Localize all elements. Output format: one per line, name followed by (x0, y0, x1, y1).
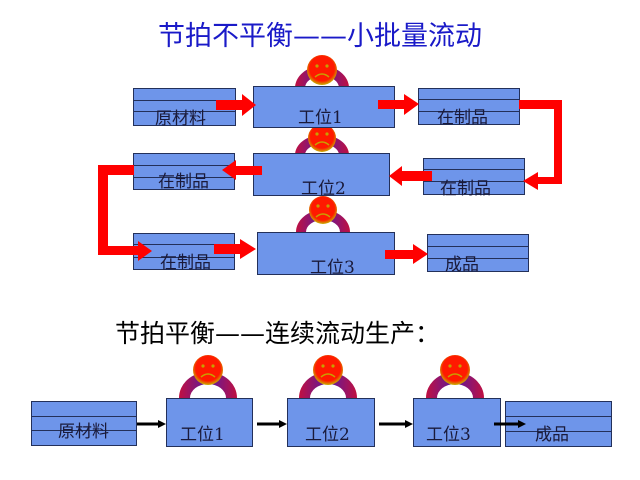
arrow-station1-to-wip1 (378, 94, 419, 115)
arrow-station2-to-wip2 (222, 160, 262, 180)
bottom-raw-material-label: 原材料 (58, 422, 109, 442)
station-1-label: 工位1 (298, 108, 343, 128)
bottom-station-2-label: 工位2 (305, 425, 350, 445)
top-title: 节拍不平衡——小批量流动 (158, 21, 482, 52)
bottom-station-1-label: 工位1 (180, 425, 225, 445)
arrow-raw-to-station1-head (158, 420, 166, 428)
arrow-wip2-to-wip4-connector (98, 165, 152, 261)
arrow-wip3-to-station2 (389, 166, 432, 186)
wip-2-label: 在制品 (158, 172, 209, 192)
wip-3-label: 在制品 (440, 179, 491, 199)
wip-buffer-3 (423, 158, 525, 195)
bottom-title: 节拍平衡——连续流动生产： (115, 319, 441, 348)
wip-1-label: 在制品 (437, 108, 488, 128)
arrow-station3-to-finished-head (518, 420, 526, 428)
station-2-box (253, 153, 390, 196)
sad-worker-icon (296, 196, 350, 232)
bottom-station-2-box (287, 398, 375, 447)
arrow-wip1-to-wip3-connector (519, 100, 562, 190)
bottom-raw-material-buffer (31, 401, 137, 446)
sad-worker-icon (179, 355, 237, 398)
finished-goods-buffer (427, 234, 529, 272)
wip-buffer-1 (418, 88, 520, 125)
arrow-wip4-to-station3 (214, 239, 256, 259)
station-3-label: 工位3 (310, 258, 355, 278)
raw-material-label: 原材料 (155, 109, 206, 129)
arrow-station2-to-station3-head (405, 420, 413, 428)
arrow-station3-to-finished (385, 244, 428, 264)
bottom-station-3-box (413, 398, 501, 447)
sad-worker-icon (295, 124, 349, 155)
station-2-label: 工位2 (301, 179, 346, 199)
wip-buffer-2 (133, 153, 235, 190)
bottom-station-3-label: 工位3 (426, 425, 471, 445)
station-1-box (253, 86, 395, 128)
arrow-station1-to-station2-head (279, 420, 287, 428)
wip-4-label: 在制品 (160, 253, 211, 273)
bottom-station-1-box (166, 398, 253, 447)
finished-goods-label: 成品 (445, 255, 479, 275)
station-3-box (257, 232, 395, 275)
sad-worker-icon (426, 355, 484, 398)
bottom-finished-goods-label: 成品 (535, 425, 569, 445)
arrow-raw-to-station1 (216, 94, 256, 116)
sad-worker-icon (299, 355, 357, 398)
sad-worker-icon (295, 55, 349, 88)
